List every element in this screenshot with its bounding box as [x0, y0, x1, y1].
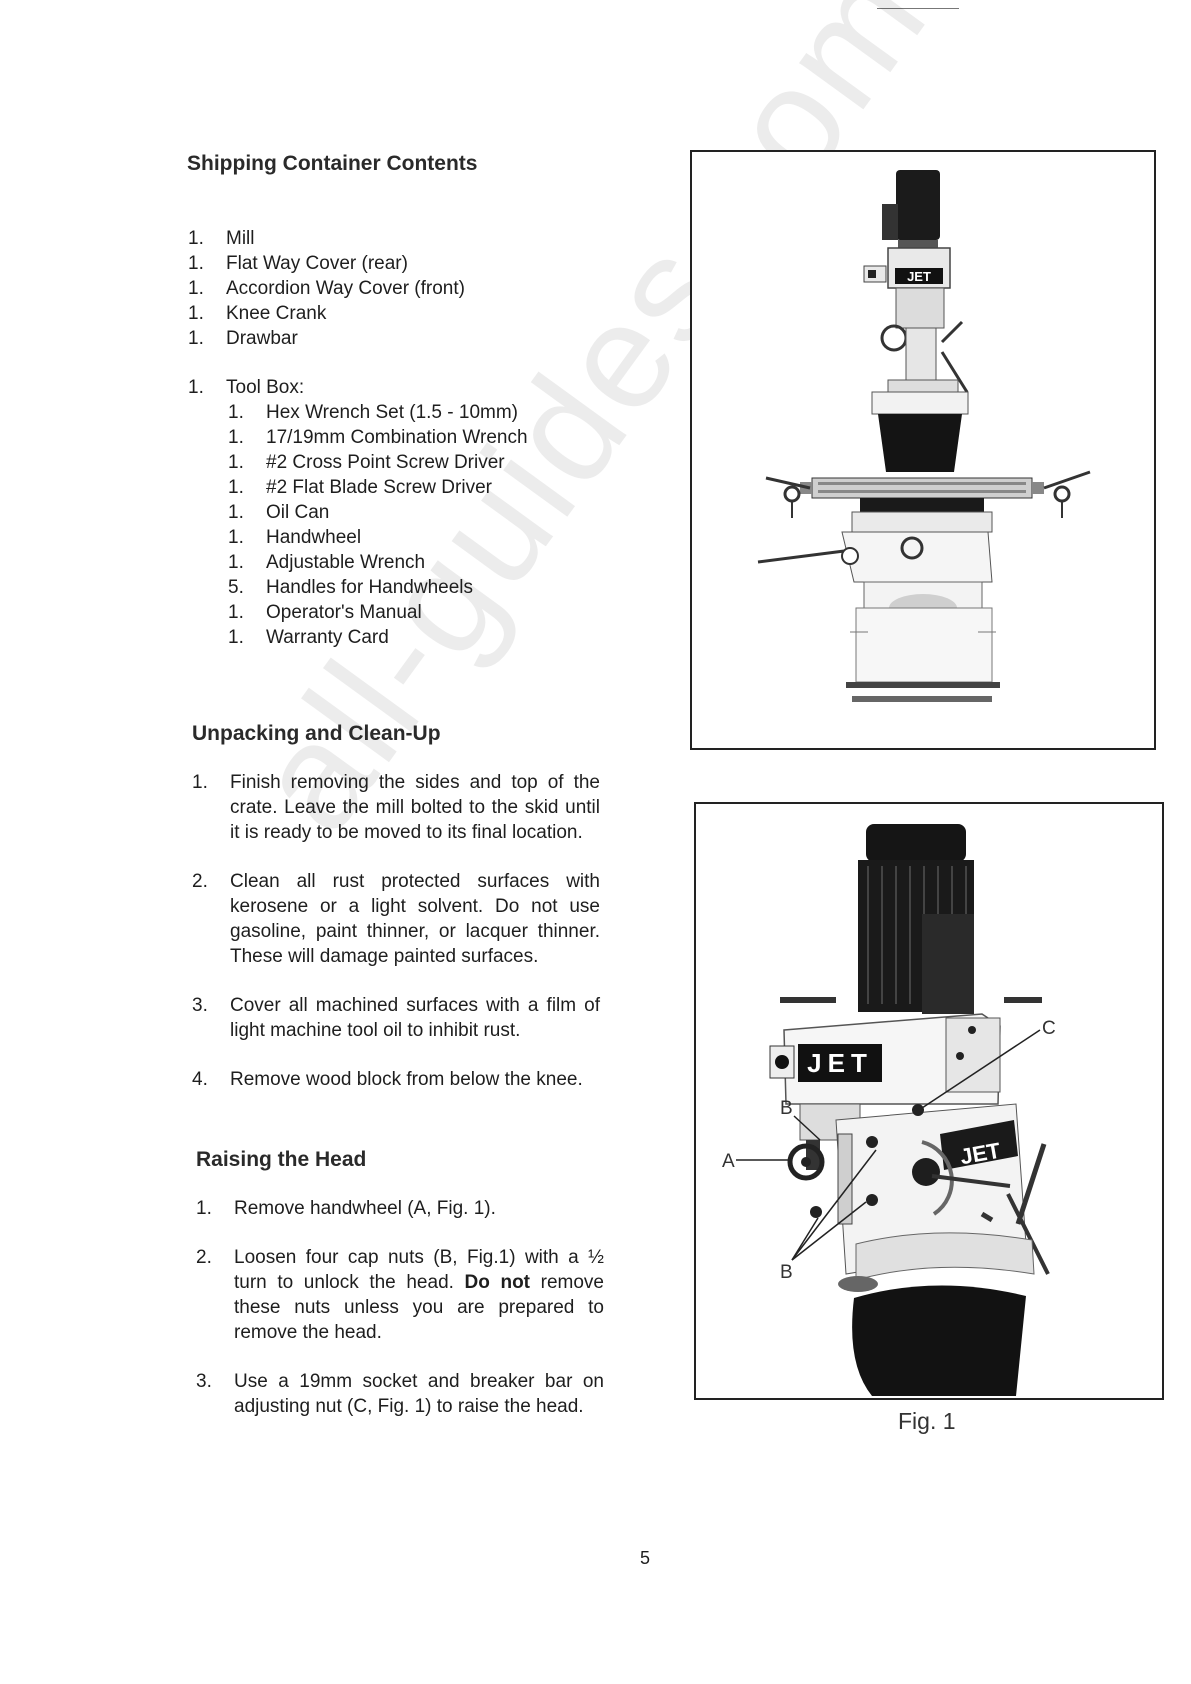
step-item: 1.Remove handwheel (A, Fig. 1).	[196, 1198, 496, 1219]
step-item: 2.Clean all rust protected surfaces with…	[192, 871, 600, 967]
toolbox-list: 1.Tool Box:	[188, 375, 304, 400]
callout-b-bottom: B	[780, 1262, 793, 1283]
list-item: 1.17/19mm Combination Wrench	[228, 427, 528, 448]
list-item: 1.Knee Crank	[188, 303, 327, 324]
list-item: 1.Handwheel	[228, 527, 362, 548]
list-item: 1.Adjustable Wrench	[228, 552, 426, 573]
list-item: 1.Hex Wrench Set (1.5 - 10mm)	[228, 402, 519, 423]
list-item: 1.Flat Way Cover (rear)	[188, 253, 408, 274]
step-item: 1.Finish removing the sides and top of t…	[192, 772, 600, 843]
head-closeup-photo: JET JET A B B C	[694, 802, 1164, 1400]
jet-logo-large: JET	[807, 1048, 873, 1078]
callout-b-top: B	[780, 1098, 793, 1119]
list-item: 5.Handles for Handwheels	[228, 577, 474, 598]
list-item: 1.Drawbar	[188, 328, 298, 349]
mill-illustration: JET	[757, 170, 1091, 702]
list-item: 1.Oil Can	[228, 502, 330, 523]
shipping-list: 1.Mill 1.Flat Way Cover (rear) 1.Accordi…	[188, 226, 465, 351]
list-item: 1.Operator's Manual	[228, 602, 422, 623]
raising-heading: Raising the Head	[196, 1148, 367, 1171]
list-item: 1.#2 Flat Blade Screw Driver	[228, 477, 492, 498]
scan-mark	[877, 8, 959, 9]
callout-a: A	[722, 1151, 735, 1172]
list-item: 1.Warranty Card	[228, 627, 389, 648]
jet-logo-small: JET	[907, 269, 931, 284]
step-item: 3.Cover all machined surfaces with a fil…	[192, 995, 600, 1041]
mill-photo: JET	[690, 150, 1156, 750]
list-item: 1.Accordion Way Cover (front)	[188, 278, 465, 299]
unpacking-steps: 1.Finish removing the sides and top of t…	[192, 770, 600, 1116]
list-item: 1.#2 Cross Point Screw Driver	[228, 452, 505, 473]
step-item: 3.Use a 19mm socket and breaker bar on a…	[196, 1371, 604, 1417]
raising-steps: 1.Remove handwheel (A, Fig. 1). 2.Loosen…	[196, 1196, 604, 1443]
figure-caption: Fig. 1	[898, 1408, 956, 1434]
head-illustration: JET JET A B B C	[722, 824, 1056, 1396]
step-item: 2.Loosen four cap nuts (B, Fig.1) with a…	[196, 1247, 604, 1343]
list-item-toolbox: 1.Tool Box:	[188, 377, 305, 398]
callout-c: C	[1042, 1018, 1056, 1039]
toolbox-sublist: 1.Hex Wrench Set (1.5 - 10mm) 1.17/19mm …	[228, 400, 528, 650]
shipping-heading: Shipping Container Contents	[187, 152, 478, 175]
page-number: 5	[640, 1548, 651, 1568]
step-item: 4.Remove wood block from below the knee.	[192, 1069, 583, 1090]
unpacking-heading: Unpacking and Clean-Up	[192, 722, 441, 745]
list-item: 1.Mill	[188, 228, 255, 249]
